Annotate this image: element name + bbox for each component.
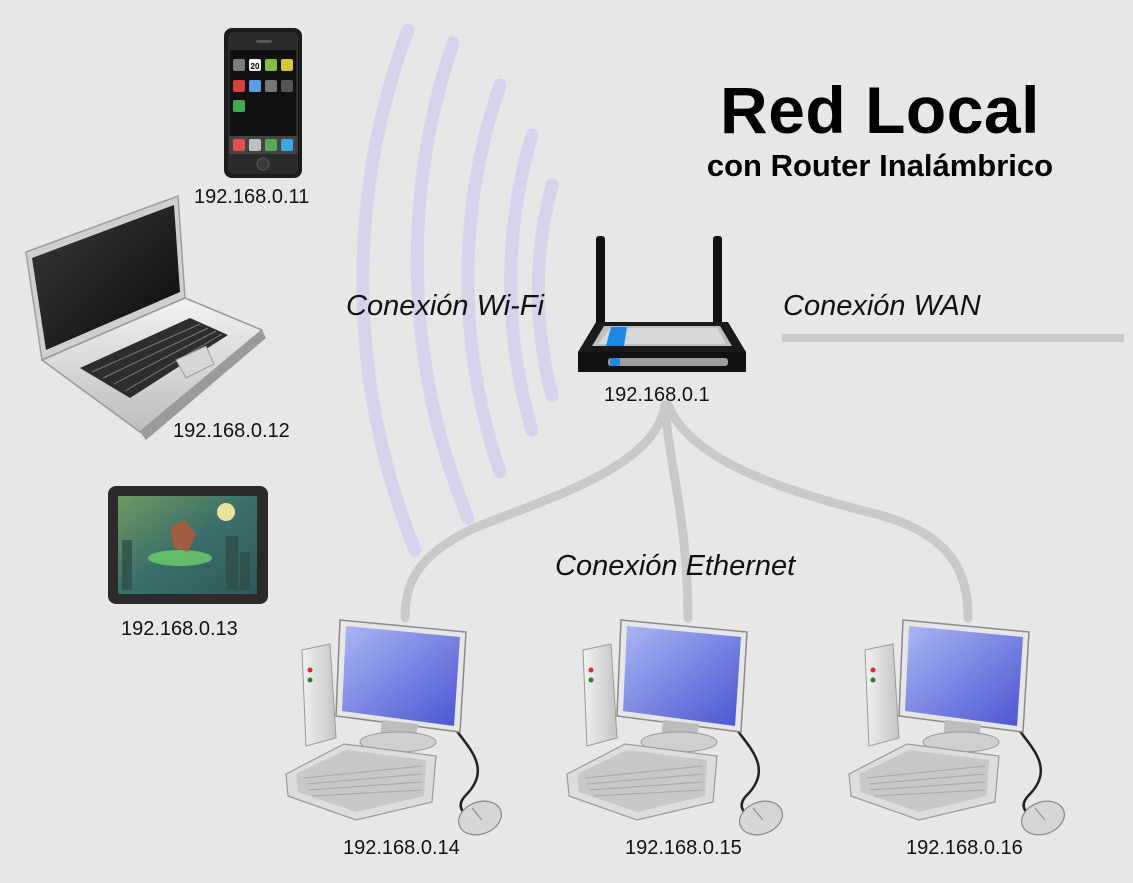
diagram-subtitle: con Router Inalámbrico [706, 148, 1054, 183]
desktop-icon-2 [565, 618, 789, 842]
desktop-2-ip: 192.168.0.15 [625, 837, 742, 859]
desktop-1-ip: 192.168.0.14 [343, 837, 460, 859]
tablet-ip: 192.168.0.13 [121, 618, 238, 640]
wifi-wave-4 [410, 36, 475, 525]
ethernet-cable-3 [663, 400, 973, 623]
wifi-wave-2 [504, 128, 539, 437]
tablet-icon [108, 486, 268, 604]
diagram-title: Red Local [720, 73, 1040, 147]
laptop-icon [25, 194, 266, 440]
router-icon [578, 236, 746, 372]
ethernet-cable-1 [400, 400, 670, 623]
smartphone-icon: 20 [224, 28, 302, 178]
ethernet-cables [400, 400, 973, 623]
desktop-3-ip: 192.168.0.16 [906, 837, 1023, 859]
app-icons [229, 59, 297, 154]
wifi-waves [356, 23, 559, 557]
router-ip: 192.168.0.1 [604, 384, 710, 406]
ethernet-connection-label: Conexión Ethernet [555, 550, 796, 582]
wifi-wave-3 [461, 78, 507, 479]
calendar-date: 20 [251, 62, 260, 71]
wifi-wave-5 [356, 23, 422, 557]
wifi-connection-label: Conexión Wi-Fi [346, 290, 544, 322]
ethernet-cable-2 [660, 400, 693, 623]
wan-connection-label: Conexión WAN [783, 290, 981, 322]
wifi-wave-1 [531, 178, 559, 402]
desktop-icon-3 [847, 618, 1071, 842]
laptop-ip: 192.168.0.12 [173, 420, 290, 442]
desktop-icon-1 [284, 618, 508, 842]
smartphone-ip: 192.168.0.11 [194, 186, 310, 208]
